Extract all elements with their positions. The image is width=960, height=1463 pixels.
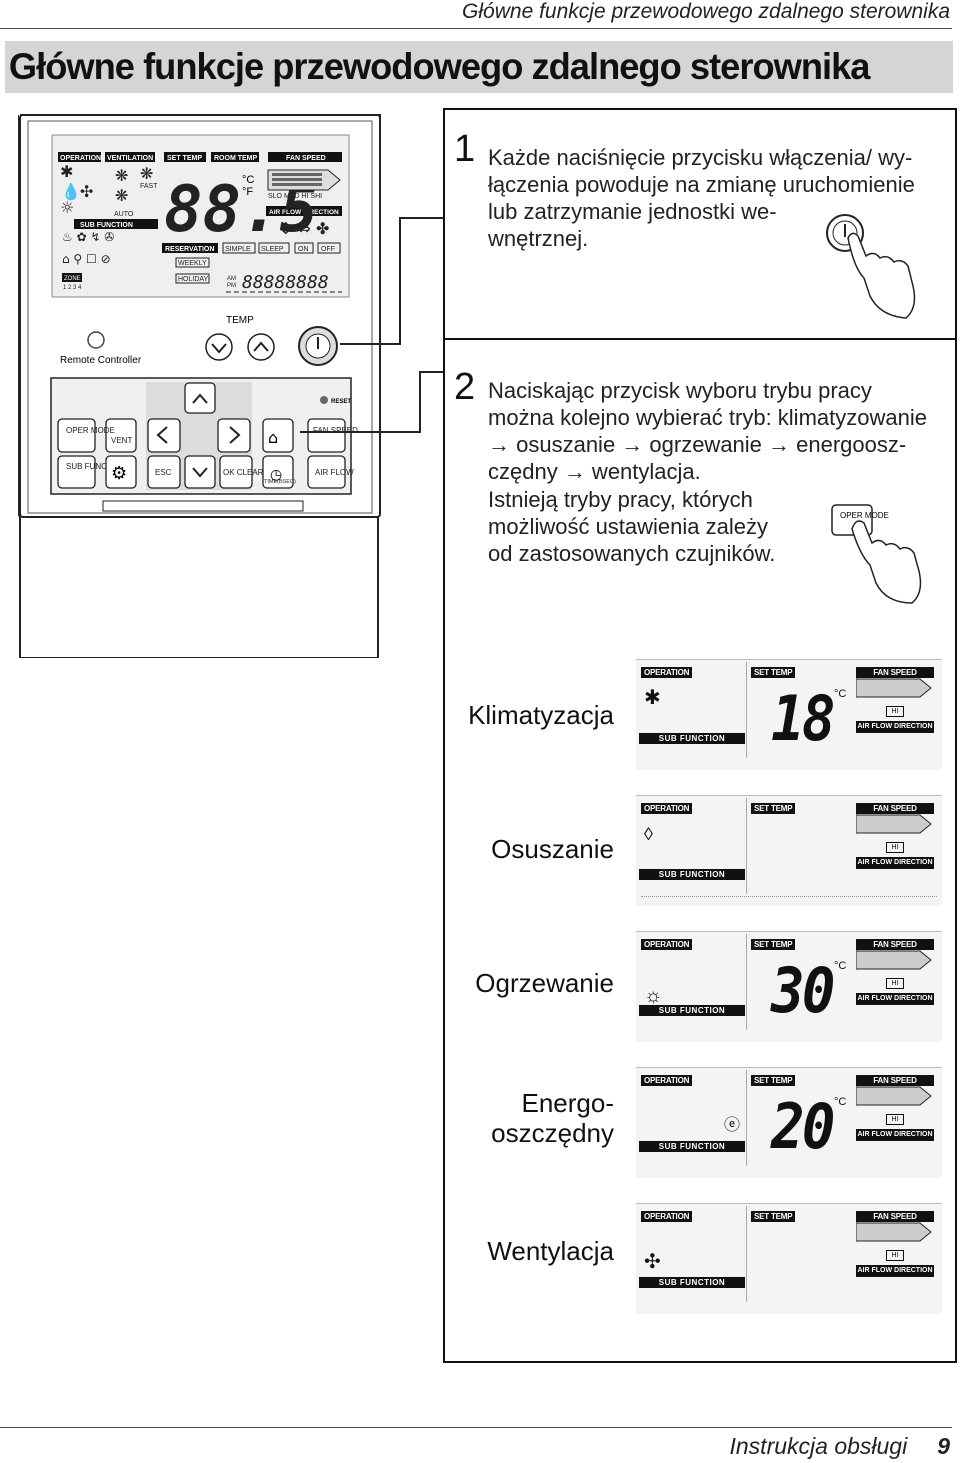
- lcd-fast: FAST: [140, 183, 158, 190]
- lcd-sun-icon: ☼: [60, 198, 74, 217]
- temp-label: TEMP: [226, 315, 254, 326]
- clock-icon: ◷: [270, 467, 282, 483]
- esc-button[interactable]: [147, 455, 181, 489]
- lcd-am: AM: [227, 276, 236, 282]
- down-button[interactable]: [184, 455, 216, 489]
- lcd-zone: ZONE: [64, 276, 81, 282]
- lcd-zone-nums: 1 2 3 4: [63, 285, 82, 291]
- lcd-on: ON: [298, 246, 309, 253]
- footer: Instrukcja obsługi 9: [730, 1433, 951, 1460]
- footer-rule: [0, 1427, 952, 1428]
- step-2-text: Naciskając przycisk wyboru trybu pracy m…: [488, 378, 927, 566]
- lcd-simple: SIMPLE: [225, 246, 251, 253]
- lcd-pm: PM: [227, 283, 236, 289]
- btn-air-flow: AIR FLOW: [315, 468, 354, 477]
- mode-label-heating: Ogrzewanie: [475, 968, 614, 998]
- up-button[interactable]: [184, 382, 216, 414]
- lcd-fan: OPERATION SET TEMP FAN SPEED ✣ SUB FUNCT…: [636, 1203, 942, 1314]
- lcd-vent-icon: ❋: [115, 166, 128, 185]
- lcd-auto: AUTO: [114, 211, 134, 218]
- page-number: 9: [937, 1433, 950, 1459]
- lcd-fan-icon: ✣: [80, 182, 93, 201]
- lcd-droplet-icon: 💧: [61, 182, 81, 201]
- header-rule: [0, 28, 952, 29]
- lcd-reservation: RESERVATION: [165, 246, 214, 253]
- btn-oper-mode: OPER MODE: [66, 426, 115, 435]
- lcd-sleep: SLEEP: [261, 246, 284, 253]
- vent-button[interactable]: [105, 418, 137, 453]
- btn-esc: ESC: [155, 468, 172, 477]
- lcd-fast-icon: ❋: [140, 164, 153, 183]
- running-header: Główne funkcje przewodowego zdalnego ste…: [462, 0, 950, 23]
- sub-func-button[interactable]: [57, 455, 96, 489]
- panel-separator: [443, 338, 957, 340]
- footer-label: Instrukcja obsługi: [729, 1433, 908, 1459]
- btn-sub-func: SUB FUNC: [66, 462, 107, 471]
- page-title: Główne funkcje przewodowego zdalnego ste…: [8, 46, 871, 87]
- settings-button[interactable]: [105, 455, 137, 489]
- lcd-sub-function: SUB FUNCTION: [80, 222, 133, 229]
- reset-label: RESET: [331, 399, 351, 405]
- remote-controller-illustration: OPERATION VENTILATION SET TEMP ROOM TEMP…: [18, 114, 381, 658]
- lcd-off: OFF: [321, 246, 335, 253]
- step-1-number: 1: [454, 128, 476, 170]
- lcd-unit-c: °C: [242, 174, 254, 186]
- time-button[interactable]: [262, 455, 294, 489]
- temp-down-button[interactable]: [205, 333, 233, 361]
- lcd-fan-levels: SLO MED HI SHI: [268, 193, 322, 200]
- eco-icon: ⓔ: [724, 1117, 741, 1134]
- lcd-cooling: OPERATION SET TEMP FAN SPEED ✱ SUB FUNCT…: [636, 659, 942, 770]
- btn-vent: VENT: [111, 436, 132, 445]
- title-bar: Główne funkcje przewodowego zdalnego ste…: [5, 41, 953, 93]
- lcd-sub-icons: ♨ ✿ ↯ ✇: [62, 230, 114, 244]
- fan-icon: ✣: [644, 1251, 661, 1273]
- fan-speed-button[interactable]: [307, 418, 346, 453]
- hand-press-oper-mode-icon: OPER MODE: [831, 504, 922, 604]
- lcd-sub-icons-2: ⌂ ⚲ ☐ ⊘: [62, 252, 111, 266]
- lcd-tag-operation: OPERATION: [60, 155, 101, 162]
- lcd-swing-icons: ⇕ ⇔ ✤: [279, 219, 329, 238]
- air-flow-button[interactable]: [307, 455, 346, 489]
- step-2-number: 2: [454, 366, 476, 408]
- lcd-holiday: HOLIDAY: [178, 276, 209, 283]
- temp-up-button[interactable]: [247, 333, 275, 361]
- left-button[interactable]: [147, 418, 181, 453]
- instruction-panel: [443, 108, 957, 1363]
- lcd-tag-set-temp: SET TEMP: [167, 155, 202, 162]
- droplet-icon: ◊: [644, 824, 653, 844]
- lcd-time-digits: 88888888: [242, 272, 329, 293]
- home-button[interactable]: [262, 418, 294, 453]
- mode-label-fan: Wentylacja: [487, 1236, 614, 1266]
- btn-ok-clear: OK CLEAR: [223, 468, 264, 477]
- snowflake-icon: ✱: [644, 687, 661, 709]
- sensor-icon: [87, 331, 105, 349]
- mode-label-cooling: Klimatyzacja: [468, 700, 614, 730]
- lcd-weekly: WEEKLY: [178, 260, 207, 267]
- gear-icon: ⚙: [111, 463, 127, 484]
- lcd-tag-fan-speed: FAN SPEED: [286, 155, 326, 162]
- home-icon: ⌂: [268, 428, 278, 447]
- svg-text:OPER MODE: OPER MODE: [840, 511, 889, 520]
- lcd-energy: OPERATION SET TEMP FAN SPEED ⓔ SUB FUNCT…: [636, 1067, 942, 1178]
- hand-press-power-icon: [826, 214, 916, 319]
- mode-label-dry: Osuszanie: [491, 834, 614, 864]
- lcd-vent-icon-2: ❋: [115, 186, 128, 205]
- step-1-text: Każde naciśnięcie przycisku włączenia/ w…: [488, 145, 915, 251]
- ok-clear-button[interactable]: [219, 455, 253, 489]
- lcd-tag-room-temp: ROOM TEMP: [214, 155, 257, 162]
- lcd-dry: OPERATION SET TEMP FAN SPEED ◊ SUB FUNCT…: [636, 795, 942, 906]
- mode-label-energy: Energo-oszczędny: [491, 1088, 614, 1148]
- lcd-tag-ventilation: VENTILATION: [107, 155, 153, 162]
- right-button[interactable]: [217, 418, 251, 453]
- sun-icon: ☼: [644, 985, 663, 1007]
- brand-label: Remote Controller: [60, 355, 142, 366]
- lcd-air-flow-direction: AIR FLOW DIRECTION: [269, 209, 339, 216]
- lcd-snowflake-icon: ✱: [60, 162, 73, 181]
- oper-mode-button[interactable]: [57, 418, 96, 453]
- callout-lines: [300, 217, 445, 433]
- btn-fan-speed: FAN SPEED: [313, 426, 358, 435]
- lcd-unit-f: °F: [242, 186, 253, 198]
- btn-time: TIME(BSEC): [264, 479, 296, 485]
- lcd-heating: OPERATION SET TEMP FAN SPEED ☼ SUB FUNCT…: [636, 931, 942, 1042]
